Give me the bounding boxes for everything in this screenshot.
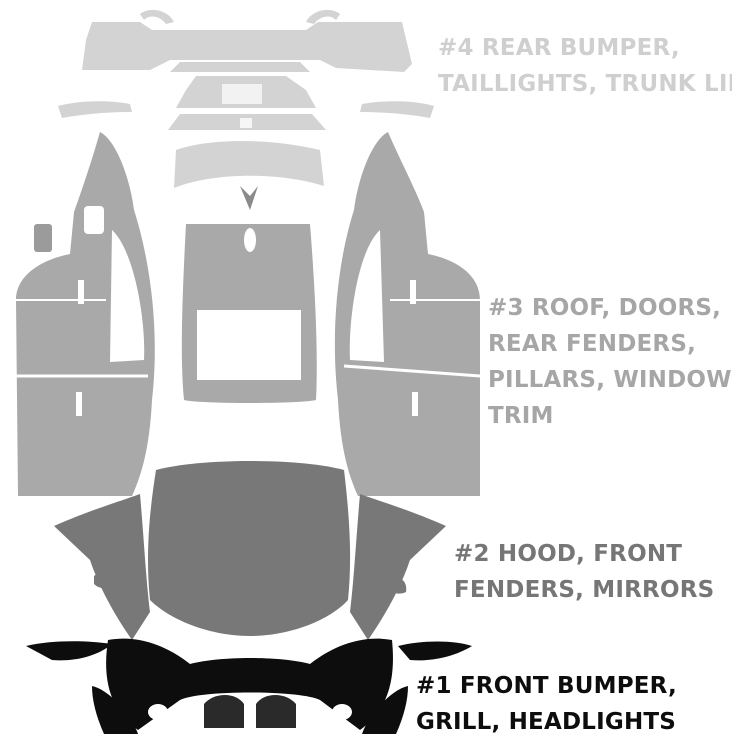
label-line: TRIM (488, 398, 732, 434)
label-line: #1 FRONT BUMPER, (416, 668, 677, 704)
rear-bumper-hook-left (140, 10, 174, 24)
rear-diffuser-strip (170, 62, 310, 72)
rear-bumper-hook-right (306, 10, 340, 24)
grill-right (256, 695, 296, 728)
left-fog-light (148, 704, 168, 720)
left-front-fender (54, 494, 150, 640)
label-line: PILLARS, WINDOW (488, 362, 732, 398)
right-front-fender (350, 494, 446, 640)
label-line: FENDERS, MIRRORS (454, 572, 714, 608)
right-door-handle-rear (410, 280, 416, 304)
label-line: #3 ROOF, DOORS, (488, 290, 732, 326)
section-label-front: #1 FRONT BUMPER, GRILL, HEADLIGHTS (416, 668, 677, 740)
left-fuel-door (34, 224, 52, 252)
section-label-rear: #4 REAR BUMPER, TAILLIGHTS, TRUNK LID (438, 30, 732, 102)
taillight-strip (174, 141, 324, 188)
front-bumper-group (26, 639, 472, 734)
roof-shark-fin (244, 228, 256, 252)
label-line: #2 HOOD, FRONT (454, 536, 714, 572)
label-line: #4 REAR BUMPER, (438, 30, 732, 66)
left-headlight (26, 641, 112, 660)
left-door-handle-rear (78, 280, 84, 304)
roof-doors-group (16, 132, 480, 496)
label-line: GRILL, HEADLIGHTS (416, 704, 677, 740)
rear-side-trim-left (58, 101, 132, 118)
left-quarter-window-cutout (84, 206, 104, 234)
label-line: REAR FENDERS, (488, 326, 732, 362)
right-fog-light (332, 704, 352, 720)
grill-left (204, 695, 244, 728)
section-label-roof: #3 ROOF, DOORS, REAR FENDERS, PILLARS, W… (488, 290, 732, 434)
section-label-hood: #2 HOOD, FRONT FENDERS, MIRRORS (454, 536, 714, 608)
hood-panel (148, 461, 350, 636)
rear-side-trim-right (360, 101, 434, 118)
label-line: TAILLIGHTS, TRUNK LID (438, 66, 732, 102)
right-door-handle-front (412, 392, 418, 416)
left-door-handle-front (76, 392, 82, 416)
license-plate-area (222, 84, 262, 104)
sunroof-opening (197, 310, 301, 380)
right-headlight (398, 642, 472, 661)
roof-antenna-fin (240, 186, 258, 210)
trunk-badge (240, 118, 252, 128)
